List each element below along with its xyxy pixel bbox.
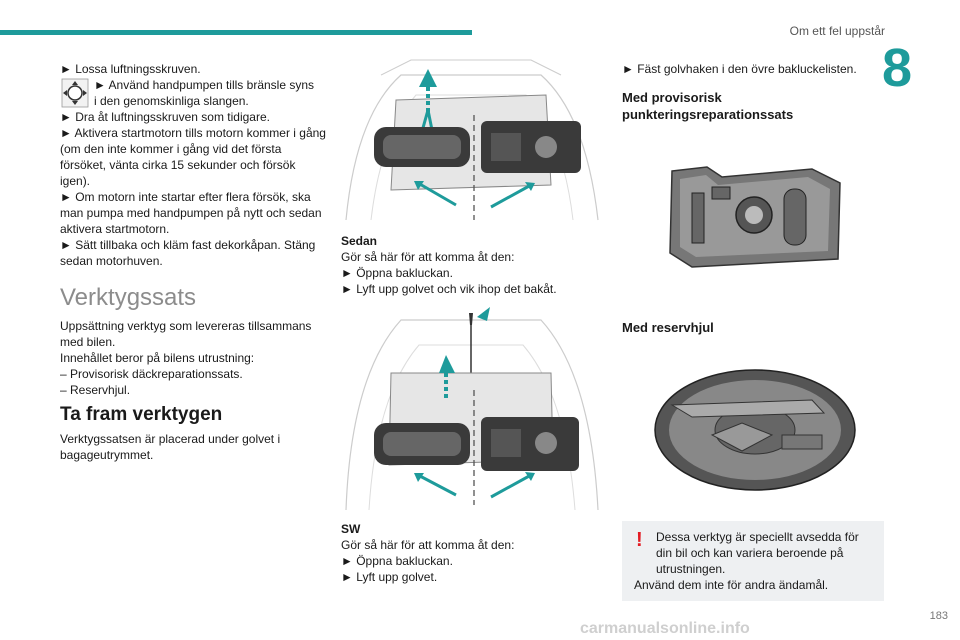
location-text: Verktygssatsen är placerad under golvet … [60,432,281,462]
heading-spare-wheel-wrap: Med reservhjul [622,319,884,336]
page-number: 183 [929,610,948,622]
sedan-access: Gör så här för att komma åt den: [341,250,515,264]
column-1: ► Lossa luftningsskruven. ► Använd handp… [60,61,326,269]
heading-repair-kit-wrap: Med provisorisk punkteringsreparationssa… [622,89,884,123]
sw-title: SW [341,522,361,536]
warning-text: Dessa verktyg är speciellt avsedda för d… [634,529,878,593]
exclamation-icon: ! [636,529,643,551]
step-tighten: ► Dra åt luftningsskruven som tidigare. [60,110,270,124]
repair-kit-illustration [669,166,841,268]
sedan-lift-floor: ► Lyft upp golvet och vik ihop det bakåt… [341,282,557,296]
heading-verktygssats: Verktygssats [60,284,197,311]
heading-repair-kit: Med provisorisk punkteringsreparationssa… [622,90,794,122]
toolkit-item-spare: – Reservhjul. [60,383,131,397]
header-accent-bar [0,30,472,35]
spare-wheel-illustration [654,369,856,491]
sw-trunk-illustration [341,305,603,515]
sw-open-tailgate: ► Öppna bakluckan. [341,554,453,568]
sw-section: SW Gör så här för att komma åt den: ► Öp… [341,521,603,585]
step-refit-cover: ► Sätt tillbaka och kläm fast dekorkåpan… [60,238,316,268]
toolkit-desc: Uppsättning verktyg som levereras tillsa… [60,319,312,349]
warning-box: ! Dessa verktyg är speciellt avsedda för… [622,521,884,601]
step-use-pump-b: i den genomskinliga slangen. [94,94,249,108]
step-loosen: ► Lossa luftningsskruven. [60,62,201,76]
step-retry: ► Om motorn inte startar efter flera för… [60,190,322,236]
warning-line-2: Använd dem inte för andra ändamål. [634,578,829,592]
watermark: carmanualsonline.info [580,620,750,637]
sedan-trunk-illustration [341,55,603,225]
sedan-title: Sedan [341,234,378,248]
heading-ta-fram: Ta fram verktygen [60,404,223,425]
sw-lift-floor: ► Lyft upp golvet. [341,570,438,584]
toolkit-intro: Uppsättning verktyg som levereras tillsa… [60,318,326,398]
hand-pump-icon [61,78,89,108]
sw-access: Gör så här för att komma åt den: [341,538,515,552]
toolkit-contents: Innehållet beror på bilens utrustning: [60,351,255,365]
sedan-open-tailgate: ► Öppna bakluckan. [341,266,453,280]
warning-line-1: Dessa verktyg är speciellt avsedda för d… [656,530,859,576]
fasten-hook-text: ► Fäst golvhaken i den övre bakluckelist… [622,62,857,76]
toolkit-item-repair: – Provisorisk däckreparationssats. [60,367,243,381]
step-starter: ► Aktivera startmotorn tills motorn komm… [60,126,326,188]
step-use-pump-a: ► Använd handpumpen tills bränsle syns [94,78,315,92]
step-use-pump: ► Använd handpumpen tills bränsle syns [94,77,326,93]
sedan-section: Sedan Gör så här för att komma åt den: ►… [341,233,603,297]
heading-spare-wheel: Med reservhjul [622,320,714,335]
section-title: Om ett fel uppstår [789,24,885,38]
chapter-number: 8 [881,38,913,98]
